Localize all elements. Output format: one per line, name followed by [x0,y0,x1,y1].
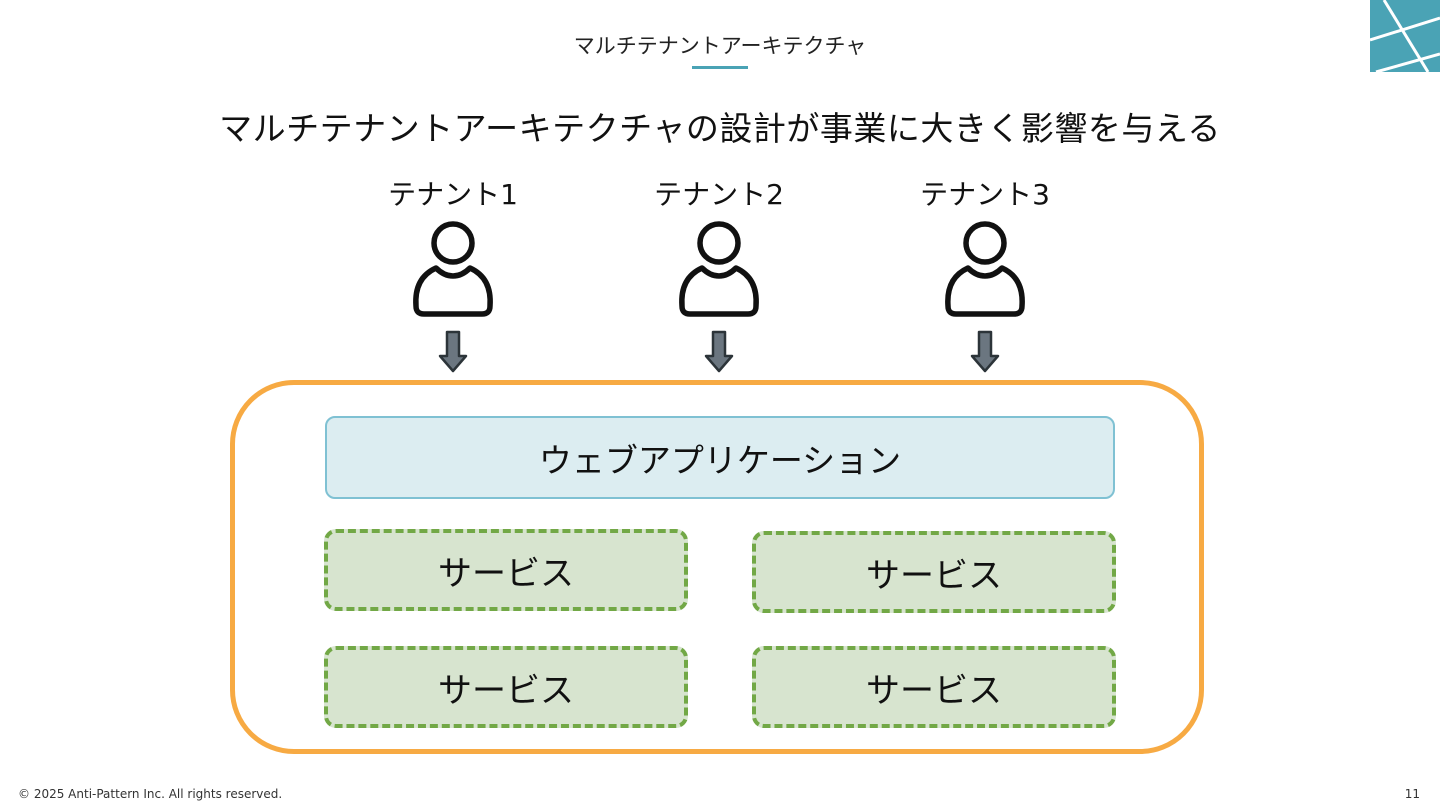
down-arrow-icon [704,330,734,373]
tenant-label: テナント1 [388,178,518,211]
service-box: サービス [752,531,1116,613]
footer-copyright: © 2025 Anti-Pattern Inc. All rights rese… [18,787,283,801]
down-arrow-icon [438,330,468,373]
tenant-label: テナント3 [920,178,1050,211]
service-label: サービス [866,555,1002,596]
company-logo-icon [1370,0,1440,72]
web-application-box: ウェブアプリケーション [325,416,1115,499]
tenant-2: テナント2 [619,176,819,374]
person-icon [413,221,493,317]
web-application-label: ウェブアプリケーション [538,440,902,480]
slide-header-title: マルチテナントアーキテクチャ [573,34,867,58]
down-arrow-icon [970,330,1000,373]
service-label: サービス [866,670,1002,711]
service-box: サービス [324,646,688,728]
header-underline [692,66,748,69]
service-label: サービス [438,670,574,711]
platform-container [230,380,1204,754]
service-box: サービス [324,529,688,611]
tenant-3: テナント3 [885,176,1085,374]
service-box: サービス [752,646,1116,728]
person-icon [945,221,1025,317]
slide-headline: マルチテナントアーキテクチャの設計が事業に大きく影響を与える [219,109,1221,148]
tenant-label: テナント2 [654,178,784,211]
service-label: サービス [438,553,574,594]
tenant-1: テナント1 [353,176,553,374]
person-icon [679,221,759,317]
page-number: 11 [1404,787,1420,801]
